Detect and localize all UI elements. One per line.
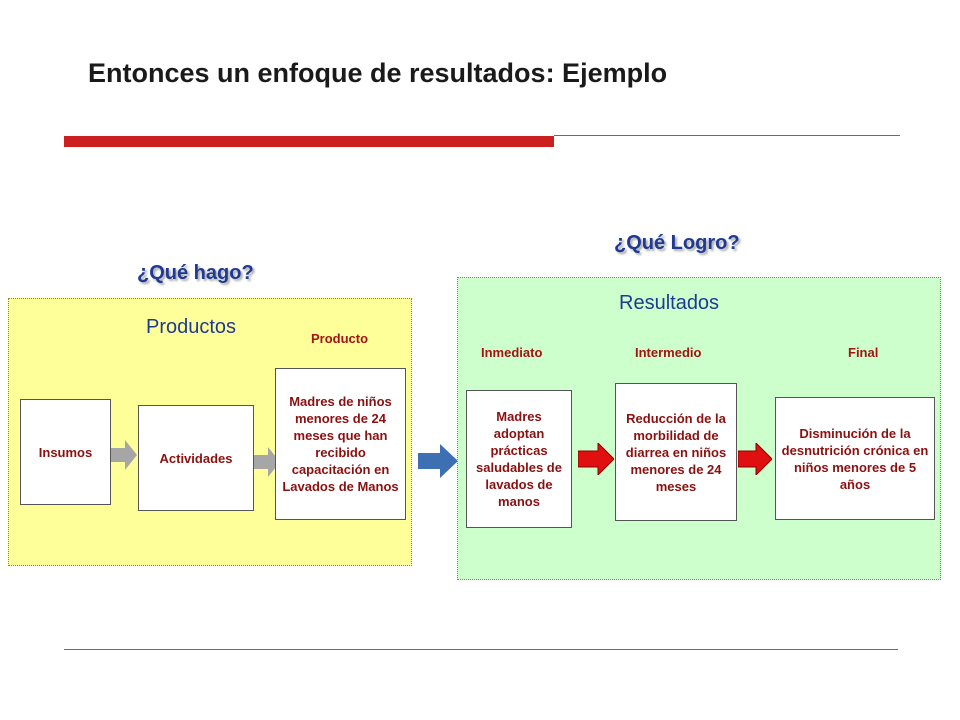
insumos-box: Insumos xyxy=(20,399,111,505)
insumos-box-text: Insumos xyxy=(38,444,93,460)
producto-box-text: Madres de niños menores de 24 meses que … xyxy=(282,394,399,494)
intermedio-box-text: Reducción de la morbilidad de diarrea en… xyxy=(625,410,727,494)
gray-arrow-right-icon xyxy=(254,447,280,477)
producto-box: Madres de niños menores de 24 meses que … xyxy=(275,368,406,520)
intermedio-box: Reducción de la morbilidad de diarrea en… xyxy=(615,383,737,521)
producto-stage-label: Producto xyxy=(311,331,369,346)
productos-panel-title: Productos xyxy=(146,316,237,338)
actividades-box: Actividades xyxy=(138,405,254,511)
inmediato-stage-label: Inmediato xyxy=(481,345,543,360)
inmediato-box-text: Madres adoptan prácticas saludables de l… xyxy=(476,409,562,509)
question-que-logro: ¿Qué Logro? xyxy=(614,232,740,254)
inmediato-box: Madres adoptan prácticas saludables de l… xyxy=(466,390,572,528)
gray-arrow-right-icon xyxy=(111,440,137,470)
blue-arrow-right-icon xyxy=(418,444,458,478)
intermedio-stage-label: Intermedio xyxy=(635,345,702,360)
resultados-panel-title: Resultados xyxy=(619,292,720,314)
final-box: Disminución de la desnutrición crónica e… xyxy=(775,397,935,520)
title-accent-bar xyxy=(64,136,554,147)
actividades-box-text: Actividades xyxy=(159,450,233,466)
title-divider-line xyxy=(554,135,900,136)
page-title: Entonces un enfoque de resultados: Ejemp… xyxy=(88,58,668,88)
footer-divider-line xyxy=(64,649,898,650)
final-stage-label: Final xyxy=(848,345,879,360)
red-arrow-right-icon xyxy=(738,443,772,475)
question-que-hago: ¿Qué hago? xyxy=(137,262,254,284)
red-arrow-right-icon xyxy=(578,443,614,475)
final-box-text: Disminución de la desnutrición crónica e… xyxy=(781,425,929,492)
